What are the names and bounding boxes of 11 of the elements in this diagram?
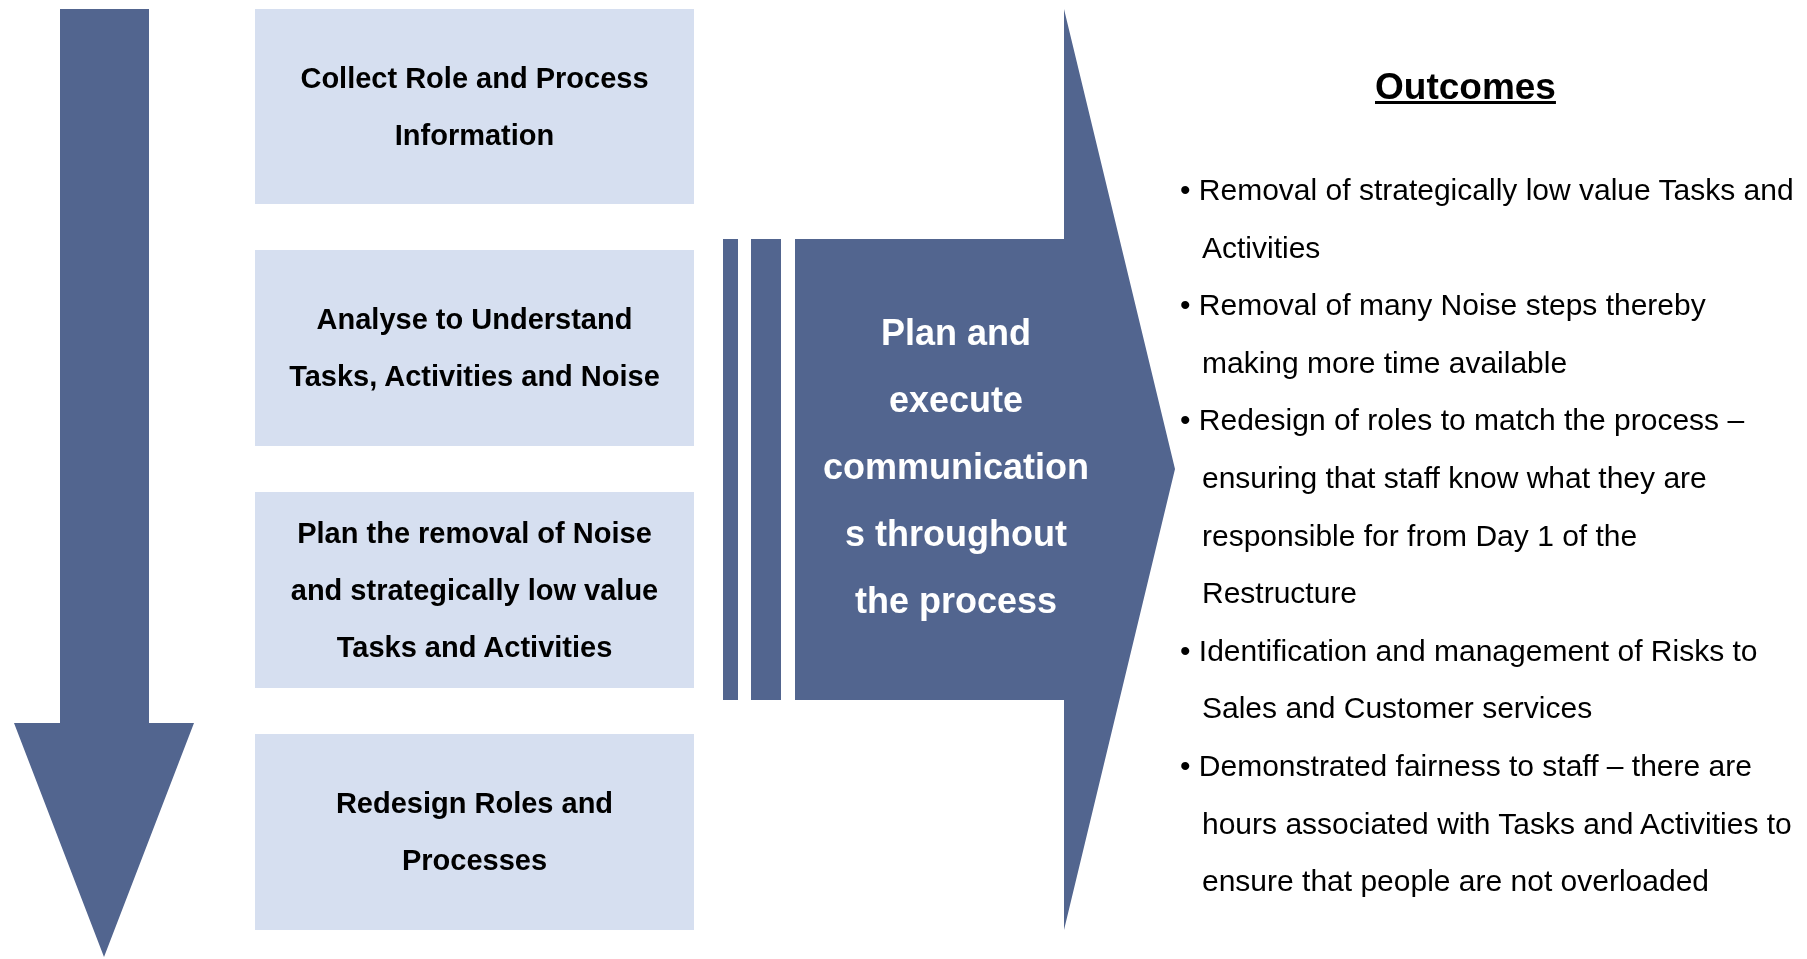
bullet-item: • Redesign of roles to match the process – ensuring that staff know what they are responsible for from Day 1 of the Restructure [1180,402,1746,612]
arrow-text: Plan and execute communications throughout the process [822,311,1090,623]
bullet-item: • Removal of strategically low value Tasks and Activities [1180,172,1795,266]
bullet-item: • Identification and management of Risks to Sales and Customer services [1180,632,1759,727]
bullet-item: • Demonstrated fairness to staff – there are hours associated with Tasks and Activities to ensure that people are not overloaded [1180,747,1793,900]
bullet-item: • Removal of many Noise steps thereby making more time available [1180,287,1707,381]
process-box: Redesign Roles and Processes [255,734,694,930]
process-box: Collect Role and Process Information [255,9,694,204]
heading: Outcomes [1375,66,1556,108]
process-box: Analyse to Understand Tasks, Activities and Noise [255,250,694,446]
process-box: Plan the removal of Noise and strategically low value Tasks and Activities [255,492,694,688]
